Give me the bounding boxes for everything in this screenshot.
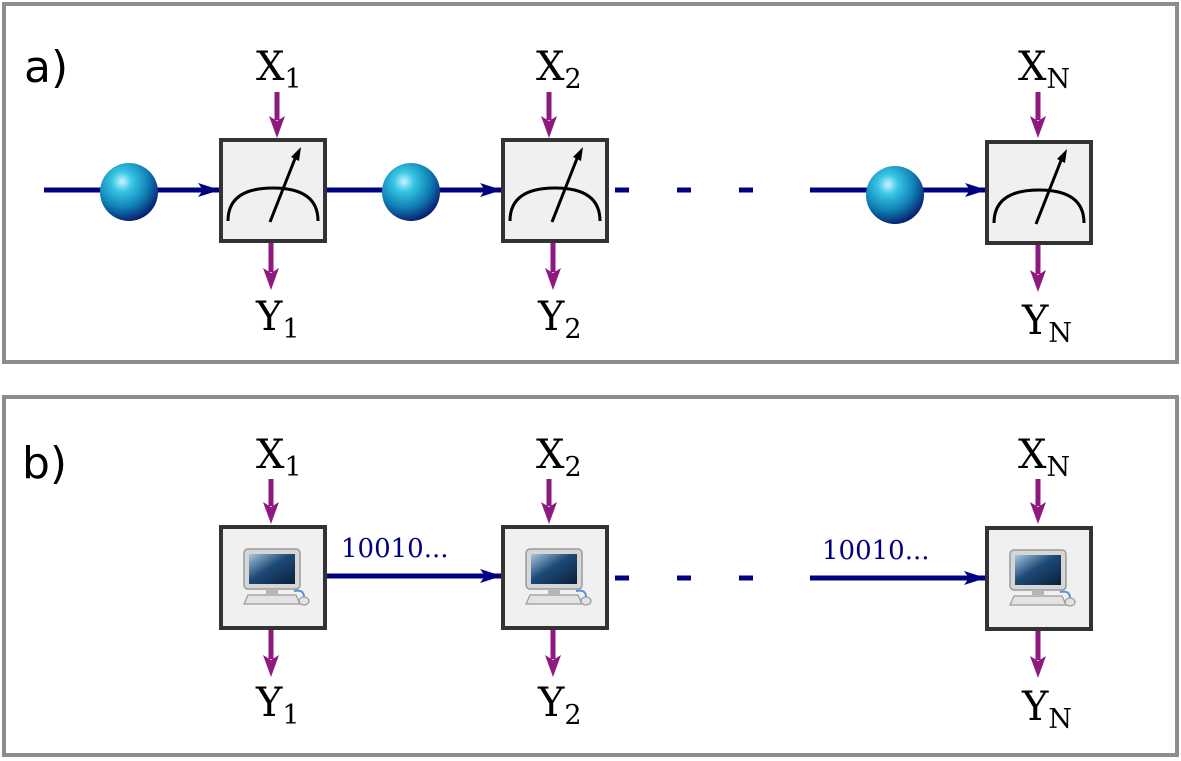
computer-icon: [243, 548, 310, 606]
output-arrowhead: [1030, 656, 1046, 678]
output-label: Y1: [255, 294, 300, 345]
input-arrowhead: [541, 116, 557, 138]
measurement-box: [219, 138, 327, 243]
node-1: X1 Y1: [219, 44, 327, 345]
sphere-icon: [866, 166, 924, 224]
input-label: X1: [256, 44, 302, 95]
node-2: X2 Y2: [501, 44, 609, 345]
input-label: XN: [1018, 432, 1070, 483]
computer-icon: [525, 548, 592, 606]
meter-icon: [992, 149, 1086, 225]
computer-box: [501, 525, 609, 630]
message-label: 10010...: [341, 534, 449, 564]
node-n: XN YN: [985, 44, 1093, 349]
output-label: Y2: [537, 680, 582, 731]
computer-icon: [1009, 549, 1076, 607]
panel-b-label: b): [22, 438, 67, 489]
channel-arrowhead: [965, 183, 987, 197]
output-label: YN: [1021, 684, 1072, 735]
sphere-icon: [100, 163, 158, 221]
meter-icon: [508, 147, 602, 223]
output-label: YN: [1021, 298, 1072, 349]
input-label: X2: [536, 432, 582, 483]
output-arrowhead: [545, 655, 561, 677]
channel-arrowhead: [198, 183, 220, 197]
input-arrowhead: [263, 502, 279, 524]
panel-b: b) 10010... 10010... X1 Y1: [2, 395, 1179, 757]
input-arrowhead: [269, 116, 285, 138]
panel-a: a) X1 Y1 X2: [2, 2, 1179, 364]
message-label: 10010...: [822, 536, 930, 566]
output-label: Y1: [255, 680, 300, 731]
channel-arrowhead: [964, 571, 986, 585]
measurement-box: [501, 138, 609, 243]
input-label: XN: [1018, 44, 1070, 95]
measurement-box: [985, 140, 1093, 245]
meter-icon: [226, 147, 320, 223]
output-label: Y2: [537, 294, 582, 345]
input-arrowhead: [1030, 116, 1046, 138]
input-arrowhead: [1030, 502, 1046, 524]
input-arrowhead: [541, 502, 557, 524]
channel-arrowhead: [480, 183, 502, 197]
panel-a-label: a): [24, 42, 68, 93]
output-arrowhead: [545, 268, 561, 290]
output-arrowhead: [263, 655, 279, 677]
input-label: X1: [256, 432, 302, 483]
output-arrowhead: [1030, 270, 1046, 292]
node-2: X2 Y2: [501, 432, 609, 731]
input-label: X2: [536, 44, 582, 95]
output-arrowhead: [263, 268, 279, 290]
node-1: X1 Y1: [219, 432, 327, 731]
node-n: XN YN: [985, 432, 1093, 735]
channel-arrowhead: [480, 569, 502, 583]
sphere-icon: [382, 163, 440, 221]
